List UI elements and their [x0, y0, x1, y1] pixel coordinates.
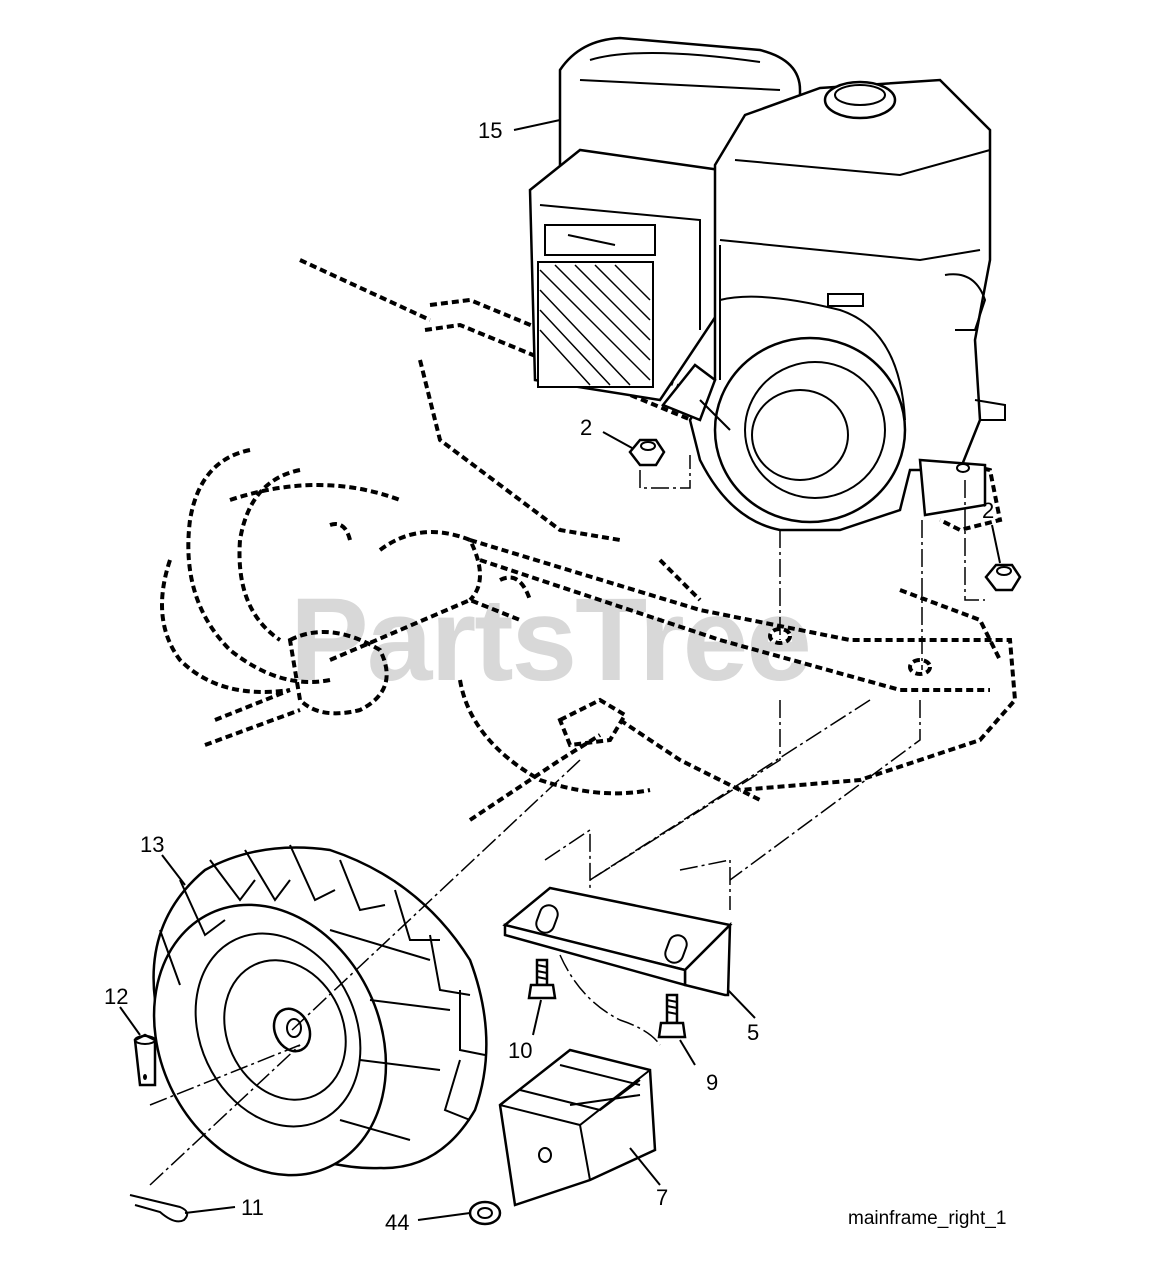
flange-nut-right	[984, 563, 1022, 592]
tiller-frame-phantom	[160, 258, 1018, 822]
callout-bracket: 5	[747, 1020, 759, 1045]
weight-block	[498, 1048, 657, 1207]
flange-nut-left	[628, 438, 666, 467]
callout-engine: 15	[478, 118, 502, 143]
callout-nut-right: 2	[982, 498, 994, 523]
alignment-lines	[544, 455, 985, 1046]
leader-lines	[119, 119, 1001, 1221]
clevis-pin	[133, 1033, 157, 1087]
diagram-caption: mainframe_right_1	[848, 1208, 1006, 1229]
callout-tire: 13	[140, 832, 164, 857]
callout-bolt-right: 9	[706, 1070, 718, 1095]
callout-hairpin-clip: 11	[241, 1195, 264, 1220]
mounting-bracket	[502, 886, 733, 997]
callout-bolt-left: 10	[508, 1038, 532, 1063]
engine	[528, 36, 1006, 532]
callouts: 15 2 2 13 12 11 10 9 5 7 44	[104, 118, 994, 1235]
callout-nut-left: 2	[580, 415, 592, 440]
axle-centerline	[291, 759, 581, 1031]
tire-and-wheel	[152, 844, 488, 1177]
hairpin-clip	[129, 1194, 189, 1223]
bolt-left	[527, 958, 557, 1000]
watermark: PartsTree	[290, 574, 810, 706]
callout-weight: 7	[656, 1185, 668, 1210]
bolt-right	[657, 993, 687, 1039]
callout-clevis-pin: 12	[104, 984, 128, 1009]
callout-washer: 44	[385, 1210, 409, 1235]
washer	[468, 1200, 502, 1226]
